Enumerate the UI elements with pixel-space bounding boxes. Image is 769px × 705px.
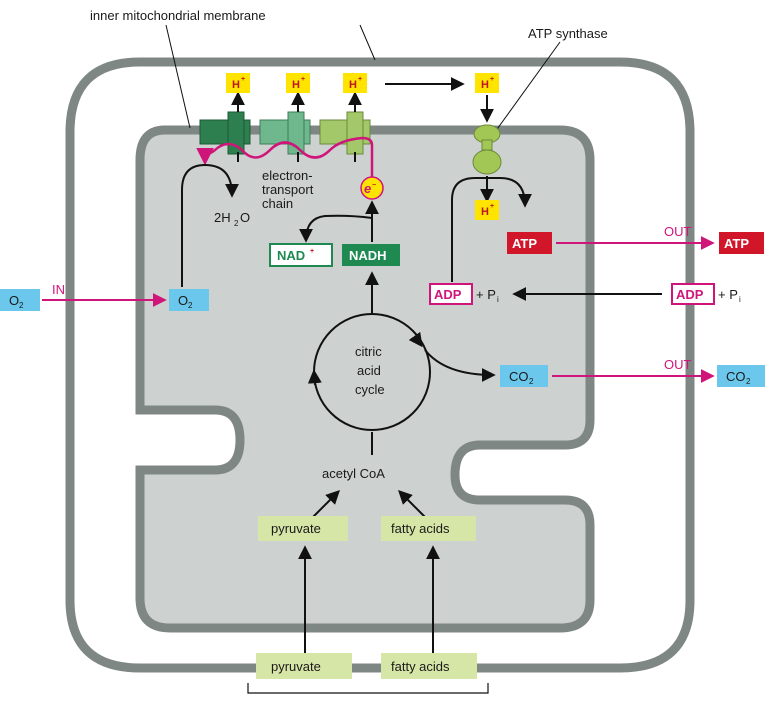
- pi-label-inside: + P: [476, 287, 496, 302]
- cycle-arrow-left: [307, 369, 322, 386]
- pyruvate-to-acetyl-arrow: [309, 490, 340, 521]
- fatty-acids-label-outside: fatty acids: [391, 659, 450, 674]
- pyruvate-label-inside: pyruvate: [271, 521, 321, 536]
- fatty-acids-label-inside: fatty acids: [391, 521, 450, 536]
- adp-box-inside: [429, 283, 473, 305]
- o2-to-water-curve: [181, 163, 239, 287]
- atp-box-inside: [507, 232, 552, 254]
- hplus-sup-2: +: [301, 76, 305, 83]
- adp-to-atp-curve: [451, 177, 532, 282]
- fatty-acids-box-inside: [381, 516, 476, 541]
- electron-label: e: [364, 181, 371, 196]
- hplus-group: [231, 91, 362, 162]
- citric-label-line1: citric: [355, 344, 382, 359]
- hplus-text-5: H: [481, 206, 489, 218]
- adp-box-outside: [671, 283, 715, 305]
- atp-out-label: OUT: [664, 224, 692, 239]
- nad-label: NAD: [277, 248, 305, 263]
- atp-box-outside: [719, 232, 764, 254]
- hplus-sup-1: +: [241, 76, 245, 83]
- co2-label-inside: CO: [509, 369, 529, 384]
- co2-box-inside: [500, 365, 548, 387]
- membrane-pointer-line: [165, 24, 191, 129]
- citric-label-line3: cycle: [355, 382, 385, 397]
- co2-box-outside: [717, 365, 765, 387]
- nadh-box: [342, 244, 400, 266]
- pyruvate-box-outside: [256, 653, 352, 679]
- cycle-arrow-right: [408, 331, 423, 348]
- water-sub: 2: [234, 219, 239, 228]
- acetyl-coa-label: acetyl CoA: [322, 466, 385, 481]
- electron-path: [203, 136, 374, 178]
- fatty-acids-box-outside: [381, 653, 477, 679]
- co2-out-label: OUT: [664, 357, 692, 372]
- etc-label-line3: chain: [262, 196, 293, 211]
- hplus-text-3: H: [349, 79, 357, 91]
- water-label: 2H: [214, 210, 231, 225]
- electron-sup: −: [372, 182, 376, 189]
- pyruvate-label-outside: pyruvate: [271, 659, 321, 674]
- hplus-box-5: [475, 200, 499, 220]
- fatty-to-acetyl-arrow: [398, 490, 429, 521]
- citric-label-line2: acid: [357, 363, 381, 378]
- hplus-box-1: [226, 73, 250, 93]
- hplus-sup-4: +: [490, 76, 494, 83]
- hplus-sup-3: +: [358, 76, 362, 83]
- inner-membrane-label: inner mitochondrial membrane: [90, 8, 266, 23]
- co2-label-outside: CO: [726, 369, 746, 384]
- pi-label-outside: + P: [718, 287, 738, 302]
- hplus-text-4: H: [481, 79, 489, 91]
- hplus-text-1: H: [232, 79, 240, 91]
- atp-synthase-pointer-line: [494, 41, 561, 133]
- water-end: O: [240, 210, 250, 225]
- hplus-box-2: [286, 73, 310, 93]
- in-label: IN: [52, 282, 65, 297]
- co2-sub-inside: 2: [529, 377, 534, 386]
- nadh-to-nad-curve: [299, 214, 373, 243]
- adp-label-inside: ADP: [434, 287, 462, 302]
- atp-label-inside: ATP: [512, 236, 537, 251]
- o2-sub-inside: 2: [188, 301, 193, 310]
- nadh-label: NADH: [349, 248, 387, 263]
- pi-sub-inside: i: [497, 295, 499, 304]
- nad-sup: +: [310, 248, 314, 255]
- hplus-box-4: [475, 73, 499, 93]
- atp-synthase-shape: [472, 124, 502, 175]
- o2-label-outside: O: [9, 293, 19, 308]
- co2-sub-outside: 2: [746, 377, 751, 386]
- hplus-text-2: H: [292, 79, 300, 91]
- pi-sub-outside: i: [739, 295, 741, 304]
- o2-box-outside: [0, 289, 40, 311]
- hplus-sup-5: +: [490, 203, 494, 210]
- etc-label-line2: transport: [262, 182, 314, 197]
- o2-label-inside: O: [178, 293, 188, 308]
- electron-carrier-circle: [360, 176, 384, 200]
- o2-box-inside: [169, 289, 209, 311]
- inner-membrane-matrix: [135, 125, 595, 633]
- cycle-to-co2-curve: [424, 349, 496, 382]
- pyruvate-box-inside: [258, 516, 348, 541]
- hplus-box-3: [343, 73, 367, 93]
- membrane-pointer-line-2: [359, 24, 376, 61]
- etc-label-line1: electron-: [262, 168, 313, 183]
- adp-label-outside: ADP: [676, 287, 704, 302]
- nad-box: [269, 243, 333, 267]
- o2-sub-outside: 2: [19, 301, 24, 310]
- atp-label-outside: ATP: [724, 236, 749, 251]
- bottom-bracket: [247, 683, 489, 694]
- atp-synthase-label: ATP synthase: [528, 26, 608, 41]
